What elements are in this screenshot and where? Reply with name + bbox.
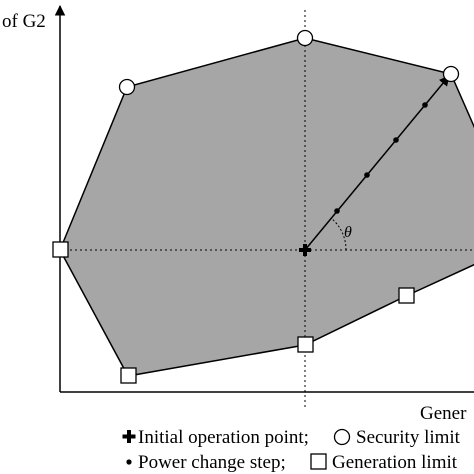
legend-security-limit-label: Security limit: [356, 427, 461, 448]
power-change-step-marker: [334, 208, 340, 214]
x-axis-label: Gener: [420, 403, 467, 424]
generation-limit-marker: [398, 287, 415, 304]
legend-power-step-label: Power change step;: [138, 452, 286, 473]
legend-generation-limit-icon: [310, 453, 327, 470]
generation-limit-marker: [120, 367, 137, 384]
y-axis-label: of G2: [2, 11, 46, 32]
angle-label: θ: [344, 224, 352, 241]
power-change-step-marker: [364, 172, 370, 178]
angle-arc: [330, 217, 347, 251]
generation-limit-marker: [52, 241, 69, 258]
security-limit-marker: [118, 78, 136, 96]
legend-generation-limit-label: Generation limit: [332, 452, 458, 473]
legend-initial-point-label: Initial operation point;: [138, 427, 309, 448]
security-limit-marker: [296, 29, 314, 47]
security-limit-marker: [442, 65, 460, 83]
power-change-step-marker: [422, 102, 428, 108]
legend-power-step-icon: [126, 459, 132, 465]
feasible-region: [59, 37, 474, 377]
initial-operation-point: [299, 244, 311, 256]
generation-limit-marker: [297, 336, 314, 353]
legend: Initial operation point; Security limit …: [122, 427, 461, 473]
legend-initial-point-icon: [122, 430, 136, 443]
legend-security-limit-icon: [333, 428, 351, 446]
power-change-step-marker: [393, 137, 399, 143]
